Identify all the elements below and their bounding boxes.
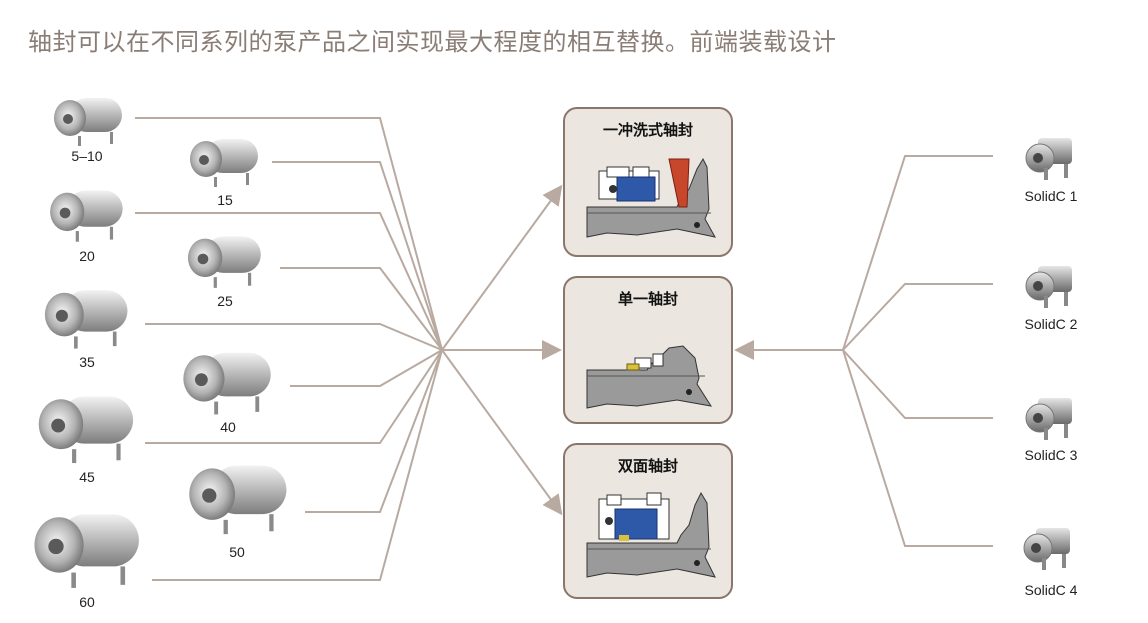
pump-label: 50 (229, 544, 245, 560)
solidc-4-image (1016, 518, 1078, 576)
pump-25-image (185, 230, 267, 294)
connector-line (272, 161, 443, 351)
arrow-to-double-seal (441, 349, 563, 516)
solidc-label: SolidC 1 (1024, 188, 1078, 204)
seal-box-single: 单一轴封 (563, 276, 733, 424)
pump-5-10-image (52, 92, 127, 152)
pump-label: 40 (220, 419, 236, 435)
seal-title: 单一轴封 (617, 290, 678, 308)
solidc-3-image (1018, 388, 1080, 446)
page-title: 轴封可以在不同系列的泵产品之间实现最大程度的相互替换。前端装载设计 (28, 28, 837, 56)
connector-line (842, 155, 993, 351)
solidc-2-image (1018, 256, 1080, 314)
seal-title: 双面轴封 (617, 457, 678, 475)
pump-45-image (36, 388, 140, 470)
arrow-to-flush-seal (441, 184, 563, 351)
connector-line (135, 212, 443, 351)
double-seal-cross-section (586, 491, 716, 578)
pump-label: 25 (217, 293, 233, 309)
connector-line (842, 349, 993, 547)
solidc-1-image (1018, 128, 1080, 186)
connector-line (280, 267, 443, 351)
connector-line (305, 349, 443, 513)
pump-50-image (185, 457, 295, 541)
connector-line (842, 283, 993, 351)
pump-60-image (30, 505, 148, 595)
solidc-label: SolidC 4 (1024, 582, 1078, 598)
solidc-label: SolidC 2 (1024, 316, 1078, 332)
pump-15-image (188, 133, 263, 193)
pump-label: 45 (79, 469, 95, 485)
solidc-label: SolidC 3 (1024, 447, 1078, 463)
connector-line (842, 349, 993, 419)
pump-label: 35 (79, 354, 95, 370)
pump-40-image (180, 345, 278, 421)
connector-line (290, 349, 443, 387)
seal-title: 一冲洗式轴封 (602, 121, 693, 139)
seal-box-flush: 一冲洗式轴封 (563, 107, 733, 257)
single-seal-cross-section (586, 345, 713, 409)
pump-35-image (42, 283, 134, 355)
pump-label: 60 (79, 594, 95, 610)
connector-line (152, 349, 443, 581)
seal-box-double: 双面轴封 (563, 443, 733, 599)
pump-label: 15 (217, 192, 233, 208)
connector-line (145, 323, 443, 351)
pump-label: 5–10 (71, 148, 103, 164)
flush-seal-cross-section (586, 157, 716, 238)
connector-line (135, 117, 443, 351)
pump-label: 20 (79, 248, 95, 264)
pump-20-image (48, 184, 128, 248)
connector-line (145, 349, 443, 444)
